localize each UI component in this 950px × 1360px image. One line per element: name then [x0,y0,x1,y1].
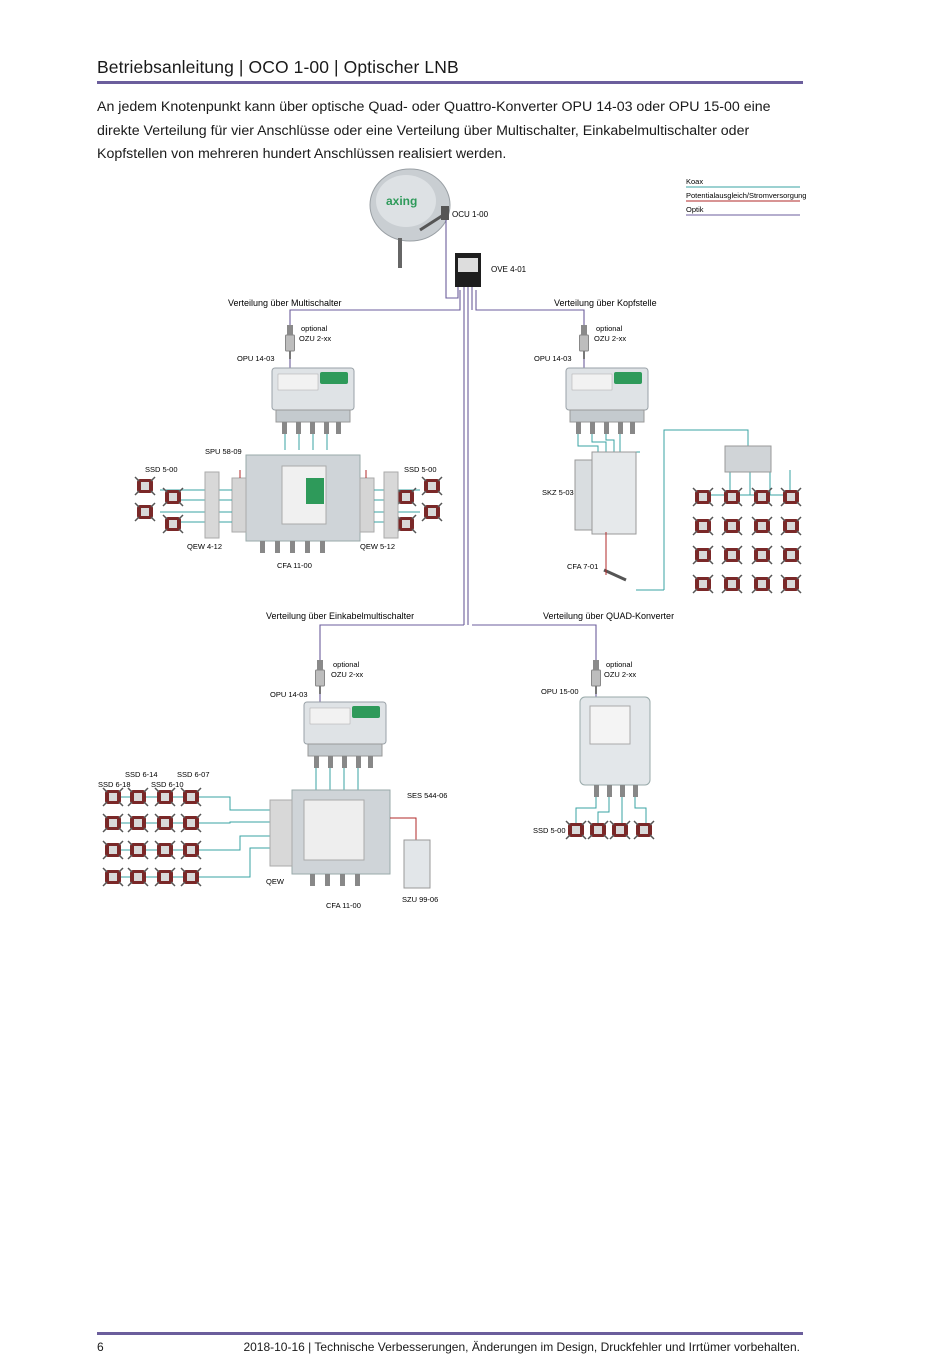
header-rule [97,81,803,84]
opu-b-device-icon [565,367,649,435]
section-quad: Verteilung über QUAD-Konverter [543,611,674,621]
label-cfa-a: CFA 11-00 [277,561,312,570]
label-qew-l: QEW 4-12 [187,542,222,551]
legend-optik-label: Optik [686,205,704,214]
qew-r-icon [383,471,399,539]
ssd-grid-kopfstelle [692,487,802,594]
headend-icon [591,451,637,535]
section-multischalter: Verteilung über Multischalter [228,298,342,308]
label-spu: SPU 58-09 [205,447,242,456]
label-ses: SES 544-06 [407,791,447,800]
label-ozu-a: OZU 2-xx [299,334,331,343]
szu-psu-icon [403,839,431,889]
label-ove: OVE 4-01 [491,265,527,274]
footer-rule [97,1332,803,1335]
intro-paragraph: An jedem Knotenpunkt kann über optische … [97,99,771,162]
label-opu-d: OPU 15-00 [541,687,579,696]
label-oco: OCU 1-00 [452,210,489,219]
label-ozu-b: OZU 2-xx [594,334,626,343]
label-ssd607: SSD 6-07 [177,770,210,779]
label-ssd610: SSD 6-10 [151,780,184,789]
section-kopfstelle: Verteilung über Kopfstelle [554,298,657,308]
label-ozu-d: OZU 2-xx [604,670,636,679]
ses-multiswitch-icon [269,789,391,886]
label-cfa7: CFA 7-01 [567,562,598,571]
multiswitch-spu-icon [231,454,375,553]
cfa7-icon [603,568,627,582]
satellite-dish-icon: axing [369,168,451,268]
label-ssd614: SSD 6-14 [125,770,158,779]
label-szu: SZU 99-06 [402,895,438,904]
page-header-title: Betriebsanleitung | OCO 1-00 | Optischer… [97,57,459,77]
label-opu-a: OPU 14-03 [237,354,275,363]
page-number: 6 [97,1340,104,1354]
label-ssd-q: SSD 5-00 [533,826,566,835]
ssd-grid-einkabel [102,787,202,887]
label-ssd-l: SSD 5-00 [145,465,178,474]
label-ssd618: SSD 6-18 [98,780,131,789]
label-cfa-b: CFA 11-00 [326,901,361,910]
dish-brand: axing [386,194,417,208]
opu-a-device-icon [271,367,355,435]
legend-potential-label: Potentialausgleich/Stromversorgung [686,191,806,200]
label-ssd-r: SSD 5-00 [404,465,437,474]
splitter-icon [724,445,772,473]
label-opu-b: OPU 14-03 [534,354,572,363]
section-einkabel: Verteilung über Einkabelmultischalter [266,611,414,621]
label-qew: QEW [266,877,285,886]
label-qew-r: QEW 5-12 [360,542,395,551]
label-opu-c: OPU 14-03 [270,690,308,699]
footer-note: 2018-10-16 | Technische Verbesserungen, … [243,1340,800,1354]
legend-koax-label: Koax [686,177,703,186]
opu-c-device-icon [303,701,387,769]
qew-l-icon [204,471,220,539]
optical-trunk-lines [289,220,597,702]
legend: Koax Potentialausgleich/Stromversorgung … [686,177,806,216]
label-optional-a: optional [301,324,328,333]
label-skz: SKZ 5-03 [542,488,574,497]
label-optional-b: optional [596,324,623,333]
label-optional-c: optional [333,660,360,669]
opu15-device-icon [579,696,651,797]
label-optional-d: optional [606,660,633,669]
label-ozu-c: OZU 2-xx [331,670,363,679]
